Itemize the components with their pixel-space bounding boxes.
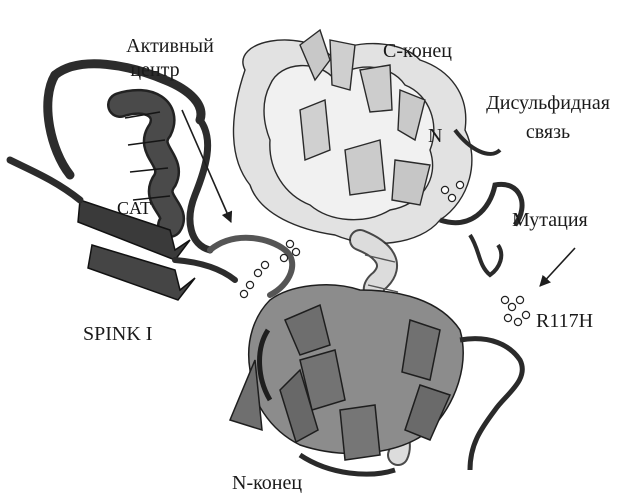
disulfide-line2: связь	[462, 120, 634, 144]
active-center-line2: центр	[70, 58, 240, 82]
active-center-line1: Активный	[100, 34, 240, 58]
r117h-label: R117H	[536, 309, 593, 333]
active-center-label: Активный центр	[100, 34, 240, 82]
disulfide-bond-label: Дисульфидная связь	[462, 91, 634, 144]
n-inner-label: N	[428, 124, 442, 148]
disulfide-line1: Дисульфидная	[462, 91, 634, 115]
mutation-label: Мутация	[512, 208, 588, 232]
n-terminal-domain	[230, 285, 522, 474]
c-terminus-label: С-конец	[383, 39, 452, 63]
spink-label: SPINK I	[83, 322, 152, 346]
cat-label: CAT	[117, 196, 151, 220]
mutation-arrow	[540, 248, 575, 286]
n-terminus-label: N-конец	[232, 471, 302, 495]
